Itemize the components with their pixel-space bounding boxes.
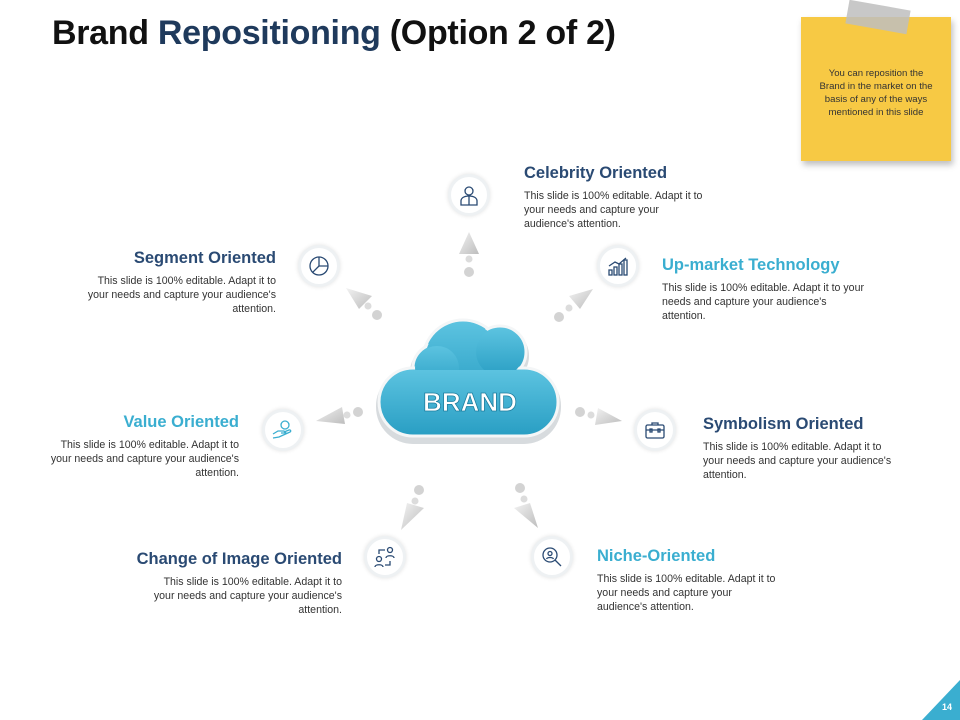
node-heading: Celebrity Oriented	[524, 164, 668, 182]
magnifier-icon	[542, 547, 562, 567]
node-heading: Up-market Technology	[662, 256, 840, 274]
node-symbolism: Symbolism Oriented This slide is 100% ed…	[703, 415, 898, 482]
node-heading: Value Oriented	[123, 413, 239, 431]
node-description: This slide is 100% editable. Adapt it to…	[524, 190, 703, 230]
node-description: This slide is 100% editable. Adapt it to…	[153, 576, 342, 616]
briefcase-icon	[645, 422, 665, 439]
node-heading: Segment Oriented	[133, 249, 276, 267]
brand-cloud	[376, 318, 561, 444]
node-heading: Change of Image Oriented	[136, 550, 342, 568]
node-heading: Niche-Oriented	[597, 547, 716, 565]
people-flow-icon	[374, 546, 395, 568]
arrow-symbolism	[575, 407, 622, 425]
title-highlight: Repositioning	[157, 14, 381, 52]
segment-icon-circle	[298, 245, 340, 287]
node-description: This slide is 100% editable. Adapt it to…	[662, 282, 864, 322]
sticky-note: You can reposition the Brand in the mark…	[801, 0, 951, 161]
page-number: 14	[941, 702, 952, 712]
node-description: This slide is 100% editable. Adapt it to…	[703, 441, 892, 481]
node-celebrity: Celebrity Oriented This slide is 100% ed…	[524, 164, 710, 231]
arrow-change-of-image	[401, 485, 424, 530]
node-description: This slide is 100% editable. Adapt it to…	[597, 573, 776, 613]
brand-label: BRAND	[423, 387, 517, 417]
title-suffix: (Option 2 of 2)	[380, 14, 616, 52]
node-value: Value Oriented This slide is 100% editab…	[48, 413, 239, 480]
node-heading: Symbolism Oriented	[703, 415, 864, 433]
value-icon-circle	[262, 409, 304, 451]
bar-chart-icon	[608, 257, 628, 276]
symbolism-icon-circle	[634, 409, 676, 451]
node-change-of-image: Change of Image Oriented This slide is 1…	[100, 550, 342, 617]
arrow-celebrity	[459, 232, 479, 277]
arrow-value	[316, 407, 363, 424]
node-niche: Niche-Oriented This slide is 100% editab…	[597, 547, 783, 614]
hand-coin-icon	[272, 420, 292, 439]
node-up-market: Up-market Technology This slide is 100% …	[662, 256, 872, 323]
title-main: Brand	[52, 14, 158, 52]
sticky-note-text: You can reposition the Brand in the mark…	[819, 68, 933, 118]
node-description: This slide is 100% editable. Adapt it to…	[50, 439, 239, 479]
node-description: This slide is 100% editable. Adapt it to…	[87, 275, 276, 315]
arrow-niche	[514, 483, 538, 528]
page-title: Brand Repositioning (Option 2 of 2)	[52, 14, 616, 53]
change-of-image-icon-circle	[364, 536, 406, 578]
arrow-up-market	[554, 289, 593, 322]
person-icon	[460, 186, 478, 206]
pie-chart-icon	[309, 256, 329, 276]
arrow-segment	[346, 288, 382, 320]
celebrity-icon-circle	[448, 174, 490, 216]
node-segment: Segment Oriented This slide is 100% edit…	[84, 249, 276, 316]
niche-icon-circle	[531, 536, 573, 578]
up-market-icon-circle	[597, 245, 639, 287]
